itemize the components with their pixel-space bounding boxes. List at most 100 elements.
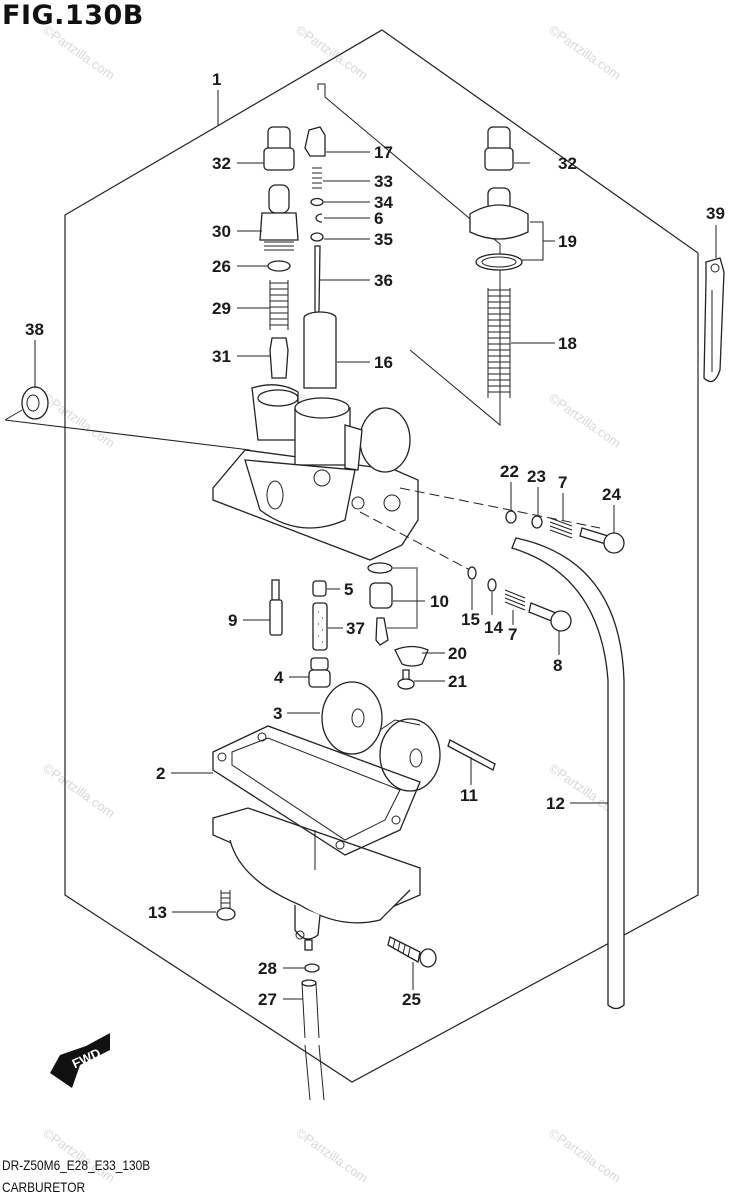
callout-18[interactable]: 18 — [558, 334, 577, 353]
part-38-nut — [21, 386, 49, 420]
part-29-spring — [269, 280, 289, 330]
part-7-spring-upper — [549, 517, 573, 539]
callout-23[interactable]: 23 — [527, 467, 546, 486]
callout-31[interactable]: 31 — [212, 347, 231, 366]
leader-38-body — [4, 409, 251, 451]
callout-21[interactable]: 21 — [448, 672, 467, 691]
callout-12[interactable]: 12 — [546, 794, 565, 813]
model-code: DR-Z50M6_E28_E33_130B — [2, 1157, 151, 1173]
callout-7[interactable]: 7 — [508, 625, 517, 644]
dashline-24 — [399, 487, 601, 529]
callout-20[interactable]: 20 — [448, 644, 467, 663]
group-bracket-needle — [317, 83, 501, 427]
part-28-clip — [304, 963, 320, 973]
callout-6[interactable]: 6 — [374, 209, 383, 228]
part-5-needle-jet — [312, 580, 327, 597]
part-35-washer — [310, 232, 324, 242]
figure-footer: DR-Z50M6_E28_E33_130B CARBURETOR — [2, 1154, 176, 1198]
callout-35[interactable]: 35 — [374, 230, 393, 249]
figure-title: FIG.130B — [2, 0, 144, 31]
part-34-washer — [310, 197, 324, 207]
fwd-direction-arrow: FWD — [50, 1033, 110, 1088]
part-4-main-jet — [308, 657, 331, 688]
part-10-float-needle — [375, 617, 389, 646]
callout-19[interactable]: 19 — [558, 232, 577, 251]
part-20-retainer-plate — [394, 645, 429, 667]
callout-1[interactable]: 1 — [212, 70, 221, 89]
callout-27[interactable]: 27 — [258, 990, 277, 1009]
part-11-float-pin — [447, 739, 496, 771]
callout-2[interactable]: 2 — [156, 764, 165, 783]
part-39-cable-guide — [703, 257, 725, 383]
part-19-top-cap-set — [469, 187, 529, 271]
watermark: ©Partzilla.com — [293, 1125, 370, 1185]
watermarks: ©Partzilla.com ©Partzilla.com ©Partzilla… — [40, 22, 623, 1185]
part-8-throttle-stop-screw — [528, 602, 572, 632]
callout-3[interactable]: 3 — [273, 704, 282, 723]
callout-5[interactable]: 5 — [344, 580, 353, 599]
part-3-float — [321, 681, 441, 792]
part-16-throttle-slide — [303, 311, 337, 389]
callout-30[interactable]: 30 — [212, 222, 231, 241]
carburetor-body — [212, 384, 419, 561]
part-32-cap-left — [263, 126, 295, 171]
part-18-spring — [487, 288, 511, 398]
callout-26[interactable]: 26 — [212, 257, 231, 276]
watermark: ©Partzilla.com — [293, 22, 370, 82]
part-6-clip — [315, 213, 323, 223]
part-13-screw — [216, 890, 236, 921]
leader-lines — [34, 90, 717, 1000]
callout-29[interactable]: 29 — [212, 299, 231, 318]
watermark: ©Partzilla.com — [40, 760, 117, 820]
callout-labels: 1 32 30 26 29 31 17 33 34 6 35 36 16 32 … — [25, 70, 725, 1009]
part-21-screw — [397, 669, 415, 690]
part-26-o-ring — [267, 260, 291, 272]
callout-8[interactable]: 8 — [553, 656, 562, 675]
part-7-spring-lower — [504, 589, 526, 611]
assembly-outline — [64, 29, 699, 1083]
callout-39[interactable]: 39 — [706, 204, 725, 223]
part-32-cap-right — [484, 126, 514, 171]
bracket-10 — [387, 567, 418, 629]
float-bowl — [212, 807, 421, 951]
callout-11[interactable]: 11 — [460, 786, 478, 805]
watermark: ©Partzilla.com — [40, 390, 117, 450]
part-24-pilot-screw — [579, 527, 625, 554]
callout-25[interactable]: 25 — [402, 990, 421, 1009]
watermark: ©Partzilla.com — [40, 22, 117, 82]
part-10-valve-seat — [369, 582, 393, 609]
part-27-drain-tube — [301, 979, 325, 1101]
part-2-gasket — [212, 725, 421, 856]
part-22-o-ring — [505, 510, 517, 524]
dashline-8 — [359, 511, 471, 571]
callout-24[interactable]: 24 — [602, 485, 621, 504]
callout-38[interactable]: 38 — [25, 320, 44, 339]
callout-32[interactable]: 32 — [558, 154, 577, 173]
callout-17[interactable]: 17 — [374, 143, 393, 162]
callout-9[interactable]: 9 — [228, 611, 237, 630]
part-9-starter-plunger — [269, 579, 283, 636]
callout-7[interactable]: 7 — [558, 473, 567, 492]
callout-10[interactable]: 10 — [430, 592, 449, 611]
section-name: CARBURETOR — [2, 1179, 86, 1195]
callout-28[interactable]: 28 — [258, 959, 277, 978]
part-30-idle-screw — [259, 184, 299, 251]
callout-14[interactable]: 14 — [484, 618, 503, 637]
callout-15[interactable]: 15 — [461, 610, 480, 629]
callout-33[interactable]: 33 — [374, 172, 393, 191]
callout-13[interactable]: 13 — [148, 903, 167, 922]
watermark: ©Partzilla.com — [546, 22, 623, 82]
callout-22[interactable]: 22 — [500, 462, 519, 481]
callout-34[interactable]: 34 — [374, 193, 393, 212]
callout-4[interactable]: 4 — [274, 668, 284, 687]
callout-36[interactable]: 36 — [374, 271, 393, 290]
part-15-o-ring — [467, 566, 477, 580]
part-14-washer — [487, 578, 497, 592]
callout-16[interactable]: 16 — [374, 353, 393, 372]
part-31-throttle-valve — [269, 337, 289, 379]
part-17-spring-seat — [304, 126, 326, 157]
callout-32[interactable]: 32 — [212, 154, 231, 173]
callout-37[interactable]: 37 — [346, 619, 365, 638]
watermark: ©Partzilla.com — [546, 390, 623, 450]
